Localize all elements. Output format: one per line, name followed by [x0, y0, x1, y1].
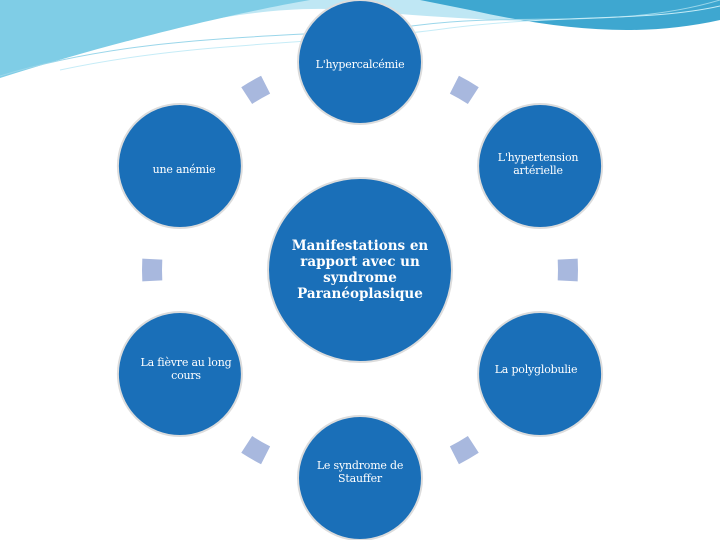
node-circle-bottom [297, 415, 423, 540]
node-circle-upper-left [116, 103, 243, 229]
node-circle-lower-left [116, 311, 243, 437]
ring-arc [241, 75, 271, 105]
ring-connectors [142, 75, 578, 465]
center-circle [267, 177, 453, 363]
node-circle-lower-right [477, 311, 604, 437]
outer-nodes [116, 0, 604, 540]
node-circle-top [297, 0, 423, 125]
header-wave-decoration [0, 0, 720, 78]
ring-arc [449, 435, 479, 465]
ring-arc [241, 435, 271, 465]
node-circle-upper-right [477, 103, 604, 229]
ring-arc [449, 75, 479, 105]
